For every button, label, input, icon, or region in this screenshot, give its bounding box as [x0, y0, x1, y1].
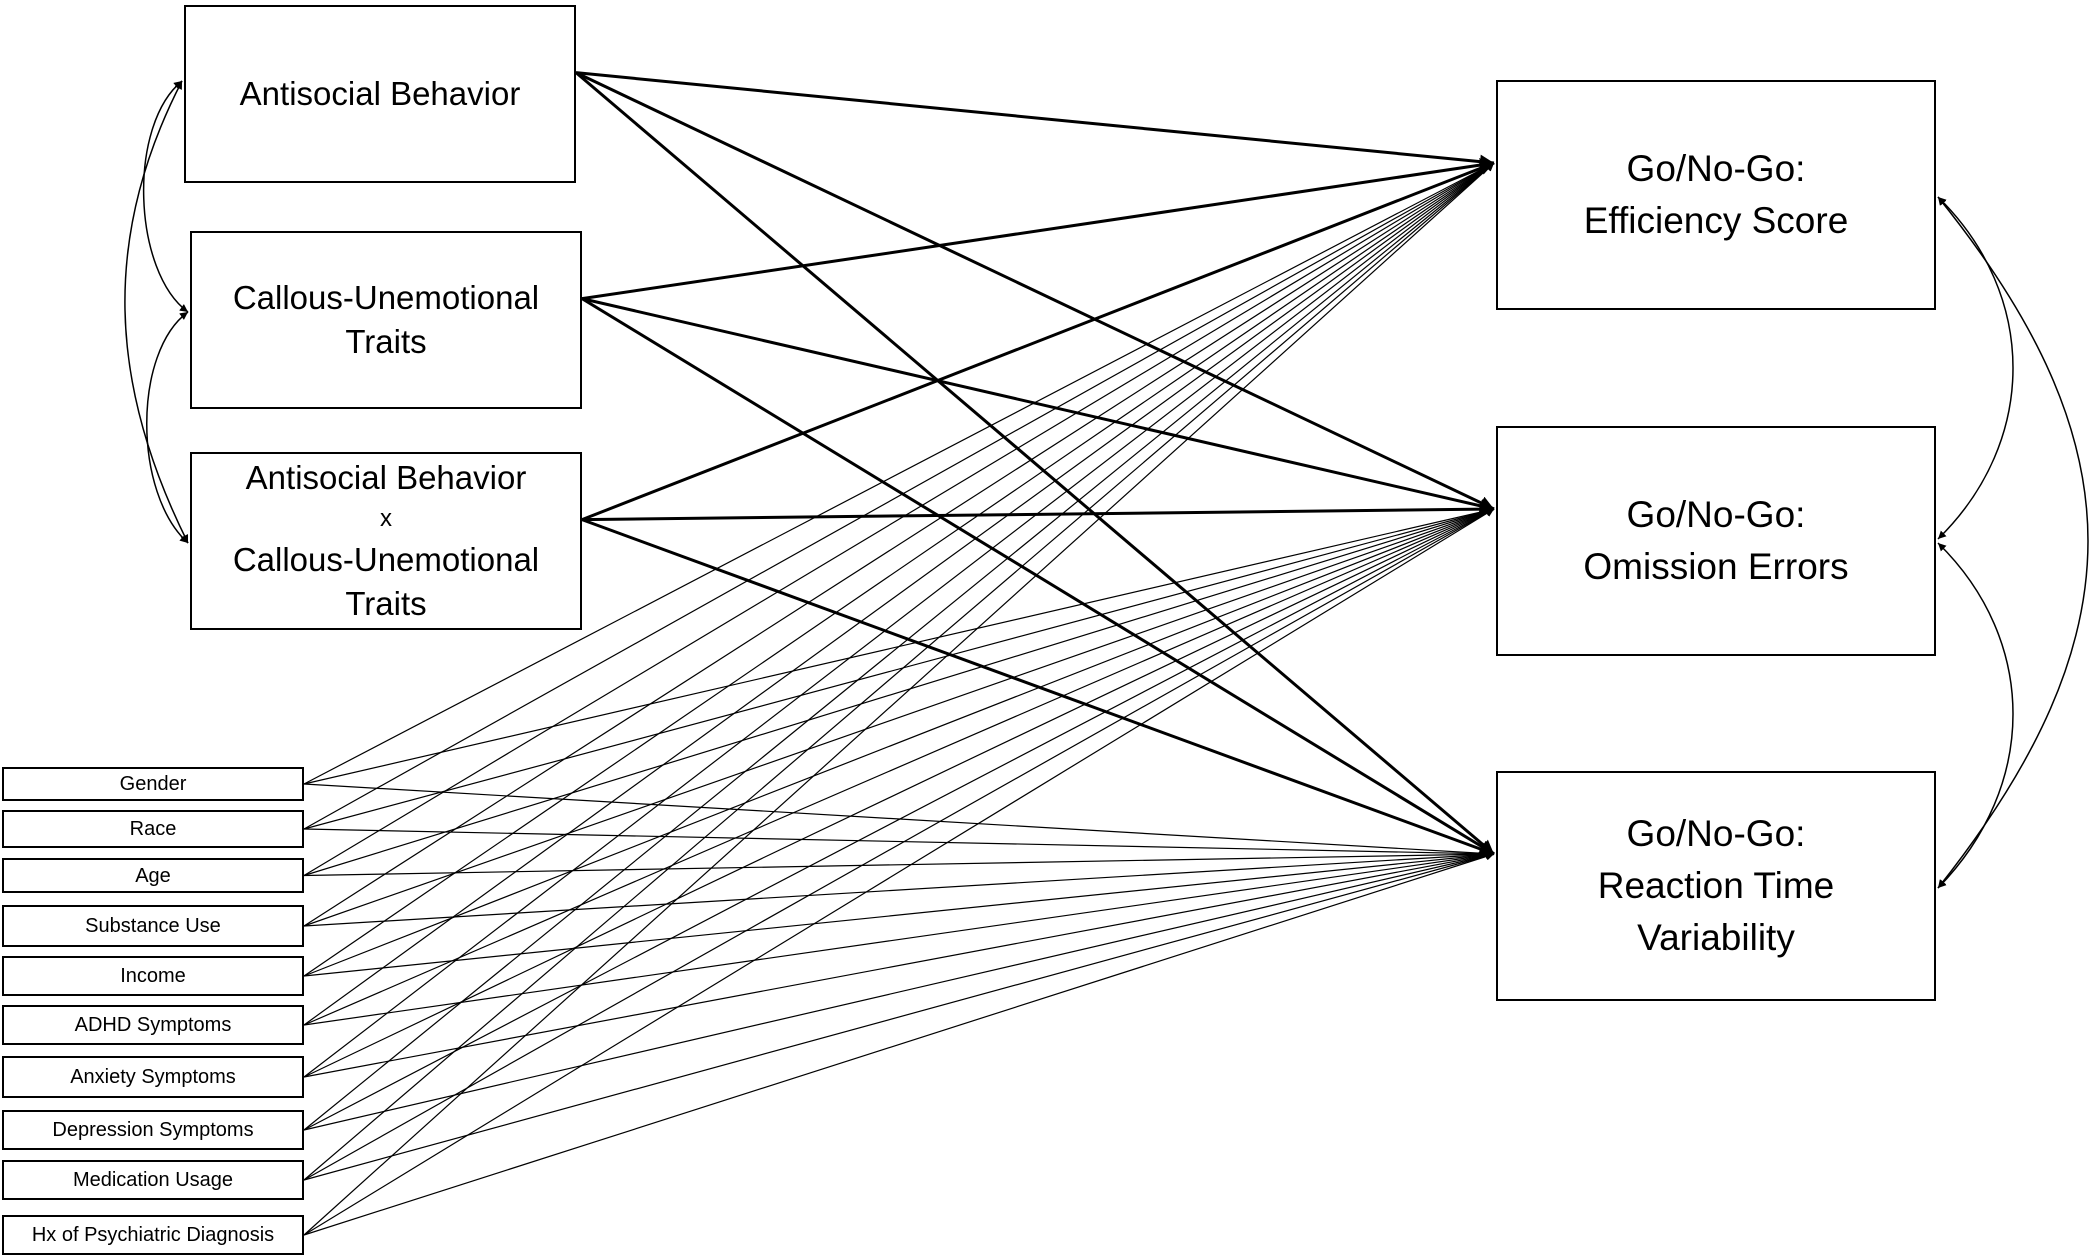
outcome-label: Efficiency Score — [1583, 200, 1849, 241]
predictor-label: Traits — [345, 585, 427, 622]
covariate-path — [303, 508, 1495, 1181]
covariate-path — [303, 850, 1495, 977]
outcome-label: Variability — [1637, 917, 1795, 958]
covariate-path — [303, 162, 1495, 1078]
predictor-paths — [575, 71, 1495, 856]
predictor-path — [575, 71, 1495, 511]
covariate-paths — [303, 162, 1495, 1236]
covariate-label: Race — [129, 818, 177, 840]
covariate-path — [303, 162, 1495, 927]
outcome-label: Go/No-Go: — [1626, 494, 1806, 535]
predictor-label: Callous-Unemotional — [232, 541, 540, 578]
covariate-path — [303, 508, 1495, 1131]
covariate-path — [303, 852, 1495, 1236]
predictor-path — [575, 71, 1495, 856]
predictor-path — [581, 158, 1495, 301]
covariate-box-adhd-symptoms: ADHD Symptoms — [2, 1005, 304, 1045]
covariate-path — [303, 162, 1495, 1236]
covariate-box-age: Age — [2, 858, 304, 893]
covariate-path — [303, 852, 1495, 1181]
outcome-label: Reaction Time — [1597, 865, 1835, 906]
covariate-path — [303, 508, 1495, 977]
predictor-label: Traits — [345, 323, 427, 360]
predictor-box-antisocial-behavior: Antisocial Behavior — [184, 5, 576, 183]
covariate-box-hx-psychiatric-diagnosis: Hx of Psychiatric Diagnosis — [2, 1215, 304, 1255]
outcome-box-omission-errors: Go/No-Go: Omission Errors — [1496, 426, 1936, 656]
covariate-path — [303, 508, 1495, 1078]
covariate-box-income: Income — [2, 956, 304, 996]
covariate-path — [303, 162, 1495, 1026]
covariate-path — [303, 162, 1495, 830]
predictor-label: x — [380, 505, 392, 532]
covariate-path — [303, 507, 1495, 830]
predictor-path — [581, 502, 1495, 522]
covariate-path — [303, 162, 1495, 785]
outcome-label: Go/No-Go: — [1626, 813, 1806, 854]
covariate-path — [303, 851, 1495, 1026]
covariate-path — [303, 508, 1495, 1236]
correlation-arc — [146, 311, 189, 544]
covariate-path — [303, 850, 1495, 877]
covariate-box-substance-use: Substance Use — [2, 905, 304, 947]
covariate-path — [303, 162, 1495, 977]
covariate-label: Medication Usage — [72, 1169, 234, 1191]
predictor-path — [581, 297, 1495, 856]
predictor-label: Antisocial Behavior — [239, 75, 521, 112]
predictor-box-interaction: Antisocial Behavior x Callous-Unemotiona… — [190, 452, 582, 630]
covariate-label: Substance Use — [85, 915, 221, 937]
covariate-box-race: Race — [2, 810, 304, 848]
covariate-path — [303, 851, 1495, 1131]
covariate-path — [303, 162, 1495, 1131]
outcome-box-reaction-time-variability: Go/No-Go: Reaction Time Variability — [1496, 771, 1936, 1001]
covariate-label: Anxiety Symptoms — [70, 1066, 236, 1088]
outcome-box-efficiency-score: Go/No-Go: Efficiency Score — [1496, 80, 1936, 310]
covariate-path — [303, 507, 1495, 877]
correlation-arc — [124, 80, 189, 544]
covariate-label: Gender — [119, 773, 187, 795]
covariate-box-depression-symptoms: Depression Symptoms — [2, 1110, 304, 1150]
outcome-label: Go/No-Go: — [1626, 148, 1806, 189]
correlation-arc — [1937, 196, 2089, 889]
covariate-path — [303, 828, 1495, 858]
covariate-path — [303, 507, 1495, 927]
covariate-path — [303, 162, 1495, 877]
correlation-arc — [1937, 542, 2014, 889]
covariate-label: Hx of Psychiatric Diagnosis — [31, 1224, 275, 1246]
covariate-box-gender: Gender — [2, 767, 304, 801]
covariate-path — [303, 851, 1495, 1078]
predictor-box-callous-unemotional: Callous-Unemotional Traits — [190, 231, 582, 409]
predictor-path — [581, 518, 1495, 856]
covariate-path — [303, 850, 1495, 927]
correlation-arcs — [124, 80, 2089, 889]
covariate-label: Age — [135, 864, 171, 887]
predictor-path — [575, 71, 1495, 169]
covariate-box-anxiety-symptoms: Anxiety Symptoms — [2, 1056, 304, 1098]
covariate-label: Depression Symptoms — [52, 1119, 254, 1141]
predictor-path — [581, 161, 1495, 522]
predictor-path — [581, 297, 1495, 513]
covariate-label: ADHD Symptoms — [74, 1014, 232, 1036]
predictor-label: Antisocial Behavior — [245, 459, 527, 496]
correlation-arc — [1937, 196, 2014, 540]
covariate-path — [303, 162, 1495, 1181]
covariate-path — [303, 508, 1495, 1026]
correlation-arc — [142, 80, 189, 313]
covariate-box-medication-usage: Medication Usage — [2, 1160, 304, 1200]
outcome-label: Omission Errors — [1583, 546, 1849, 587]
predictor-label: Callous-Unemotional — [232, 279, 540, 316]
covariate-label: Income — [120, 965, 186, 987]
